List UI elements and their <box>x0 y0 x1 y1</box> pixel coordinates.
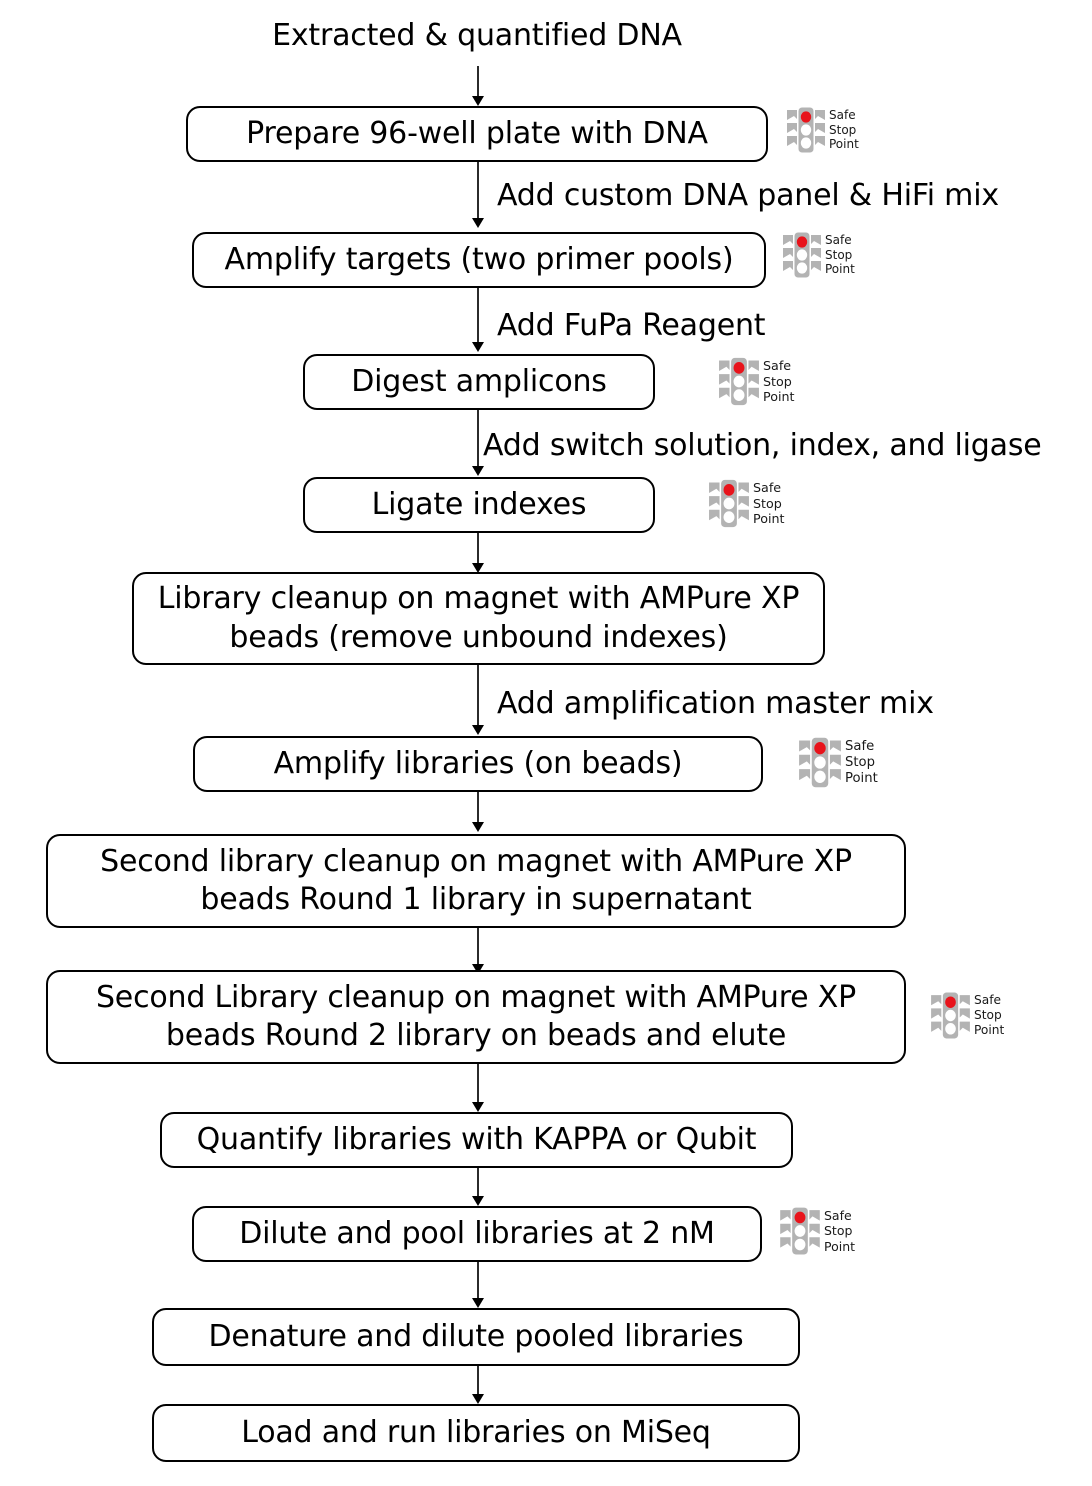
node-label: Library cleanup on magnet with AMPure XP… <box>157 581 800 655</box>
ssp-line-point: Point <box>753 511 785 527</box>
node-label: Second library cleanup on magnet with AM… <box>100 843 852 917</box>
safe-stop-point-text: Safe Stop Point <box>845 739 878 787</box>
start-label: Extracted & quantified DNA <box>272 18 682 53</box>
node-library-cleanup-ampure[interactable]: Library cleanup on magnet with AMPure XP… <box>132 572 825 665</box>
edge-label-add-fupa-reagent: Add FuPa Reagent <box>497 308 766 343</box>
ssp-line-point: Point <box>845 770 878 786</box>
ssp-line-stop: Stop <box>825 247 853 262</box>
edge-label-add-custom-dna-panel: Add custom DNA panel & HiFi mix <box>497 178 999 213</box>
node-digest-amplicons[interactable]: Digest amplicons <box>303 354 655 410</box>
node-label: Ligate indexes <box>371 486 587 522</box>
traffic-light-icon <box>709 479 749 528</box>
traffic-light-icon <box>783 232 821 278</box>
ssp-line-safe: Safe <box>974 993 1001 1008</box>
ssp-line-safe: Safe <box>763 358 792 374</box>
node-quantify-libraries[interactable]: Quantify libraries with KAPPA or Qubit <box>160 1112 793 1168</box>
ssp-line-stop: Stop <box>829 122 857 137</box>
safe-stop-point-badge-n8: Safe Stop Point <box>930 991 1004 1040</box>
traffic-light-icon <box>799 737 841 788</box>
traffic-light-icon <box>719 357 759 406</box>
safe-stop-point-badge-n4: Safe Stop Point <box>708 478 785 529</box>
node-second-library-cleanup-round2[interactable]: Second Library cleanup on magnet with AM… <box>46 970 906 1064</box>
ssp-line-point: Point <box>825 262 855 277</box>
safe-stop-point-badge-n6: Safe Stop Point <box>798 736 878 789</box>
node-label: Amplify targets (two primer pools) <box>224 241 734 277</box>
node-second-library-cleanup-round1[interactable]: Second library cleanup on magnet with AM… <box>46 834 906 928</box>
safe-stop-point-text: Safe Stop Point <box>974 993 1004 1037</box>
ssp-line-stop: Stop <box>753 495 782 511</box>
traffic-light-icon <box>780 1207 820 1255</box>
edge-label-add-switch-solution: Add switch solution, index, and ligase <box>483 428 1042 463</box>
ssp-line-safe: Safe <box>824 1208 852 1224</box>
node-label: Prepare 96-well plate with DNA <box>246 115 708 151</box>
ssp-line-stop: Stop <box>763 373 792 389</box>
node-ligate-indexes[interactable]: Ligate indexes <box>303 477 655 533</box>
safe-stop-point-text: Safe Stop Point <box>763 358 795 404</box>
ssp-line-stop: Stop <box>974 1008 1002 1023</box>
ssp-line-stop: Stop <box>845 754 875 770</box>
node-load-and-run-miseq[interactable]: Load and run libraries on MiSeq <box>152 1404 800 1462</box>
node-amplify-libraries-on-beads[interactable]: Amplify libraries (on beads) <box>193 736 763 792</box>
node-label: Digest amplicons <box>351 363 607 399</box>
ssp-line-point: Point <box>829 137 859 152</box>
node-label: Dilute and pool libraries at 2 nM <box>239 1215 715 1251</box>
node-prepare-96-well-plate[interactable]: Prepare 96-well plate with DNA <box>186 106 768 162</box>
traffic-light-icon <box>931 992 970 1039</box>
ssp-line-point: Point <box>824 1238 856 1254</box>
ssp-line-safe: Safe <box>825 233 852 248</box>
ssp-line-safe: Safe <box>845 738 875 754</box>
safe-stop-point-badge-n10: Safe Stop Point <box>779 1206 855 1256</box>
node-denature-and-dilute[interactable]: Denature and dilute pooled libraries <box>152 1308 800 1366</box>
safe-stop-point-text: Safe Stop Point <box>824 1208 855 1253</box>
ssp-line-safe: Safe <box>753 480 782 496</box>
safe-stop-point-badge-n3: Safe Stop Point <box>718 356 795 407</box>
node-label: Second Library cleanup on magnet with AM… <box>95 979 857 1053</box>
ssp-line-safe: Safe <box>829 108 856 123</box>
ssp-line-point: Point <box>763 389 795 405</box>
node-label: Denature and dilute pooled libraries <box>208 1318 744 1354</box>
traffic-light-icon <box>787 107 825 153</box>
safe-stop-point-text: Safe Stop Point <box>825 233 855 277</box>
node-amplify-targets[interactable]: Amplify targets (two primer pools) <box>192 232 766 288</box>
node-label: Quantify libraries with KAPPA or Qubit <box>196 1121 757 1157</box>
edge-label-add-amplification-master-mix: Add amplification master mix <box>497 686 934 721</box>
safe-stop-point-badge-n1: Safe Stop Point <box>786 106 859 154</box>
node-label: Load and run libraries on MiSeq <box>241 1414 711 1450</box>
node-label: Amplify libraries (on beads) <box>273 745 683 781</box>
ssp-line-stop: Stop <box>824 1223 853 1239</box>
node-dilute-and-pool-libraries[interactable]: Dilute and pool libraries at 2 nM <box>192 1206 762 1262</box>
ssp-line-point: Point <box>974 1022 1005 1037</box>
safe-stop-point-text: Safe Stop Point <box>753 480 785 526</box>
safe-stop-point-text: Safe Stop Point <box>829 108 859 152</box>
safe-stop-point-badge-n2: Safe Stop Point <box>782 231 855 279</box>
